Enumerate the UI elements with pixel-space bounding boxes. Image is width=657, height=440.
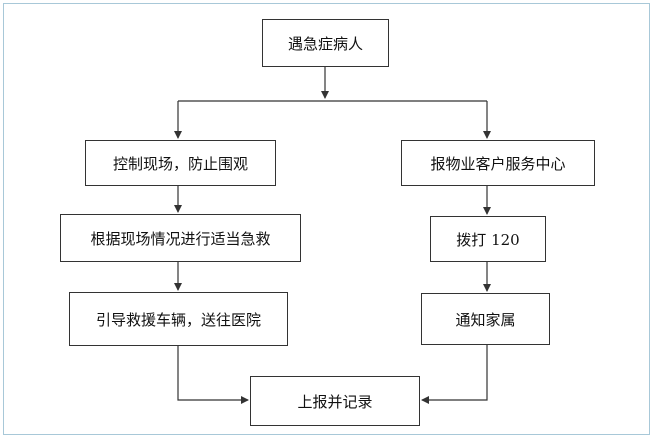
node-start: 遇急症病人: [262, 19, 389, 67]
node-first-aid: 根据现场情况进行适当急救: [60, 214, 301, 262]
node-report-center: 报物业客户服务中心: [401, 140, 595, 186]
node-control: 控制现场，防止围观: [85, 140, 276, 186]
node-guide: 引导救援车辆，送往医院: [69, 292, 288, 346]
diagram-frame: [3, 3, 650, 435]
edge-notify-record: [421, 345, 488, 404]
node-dial: 拨打 120: [430, 216, 546, 262]
node-notify: 通知家属: [421, 293, 550, 345]
edge-guide-record: [177, 346, 249, 404]
node-record: 上报并记录: [250, 376, 420, 426]
